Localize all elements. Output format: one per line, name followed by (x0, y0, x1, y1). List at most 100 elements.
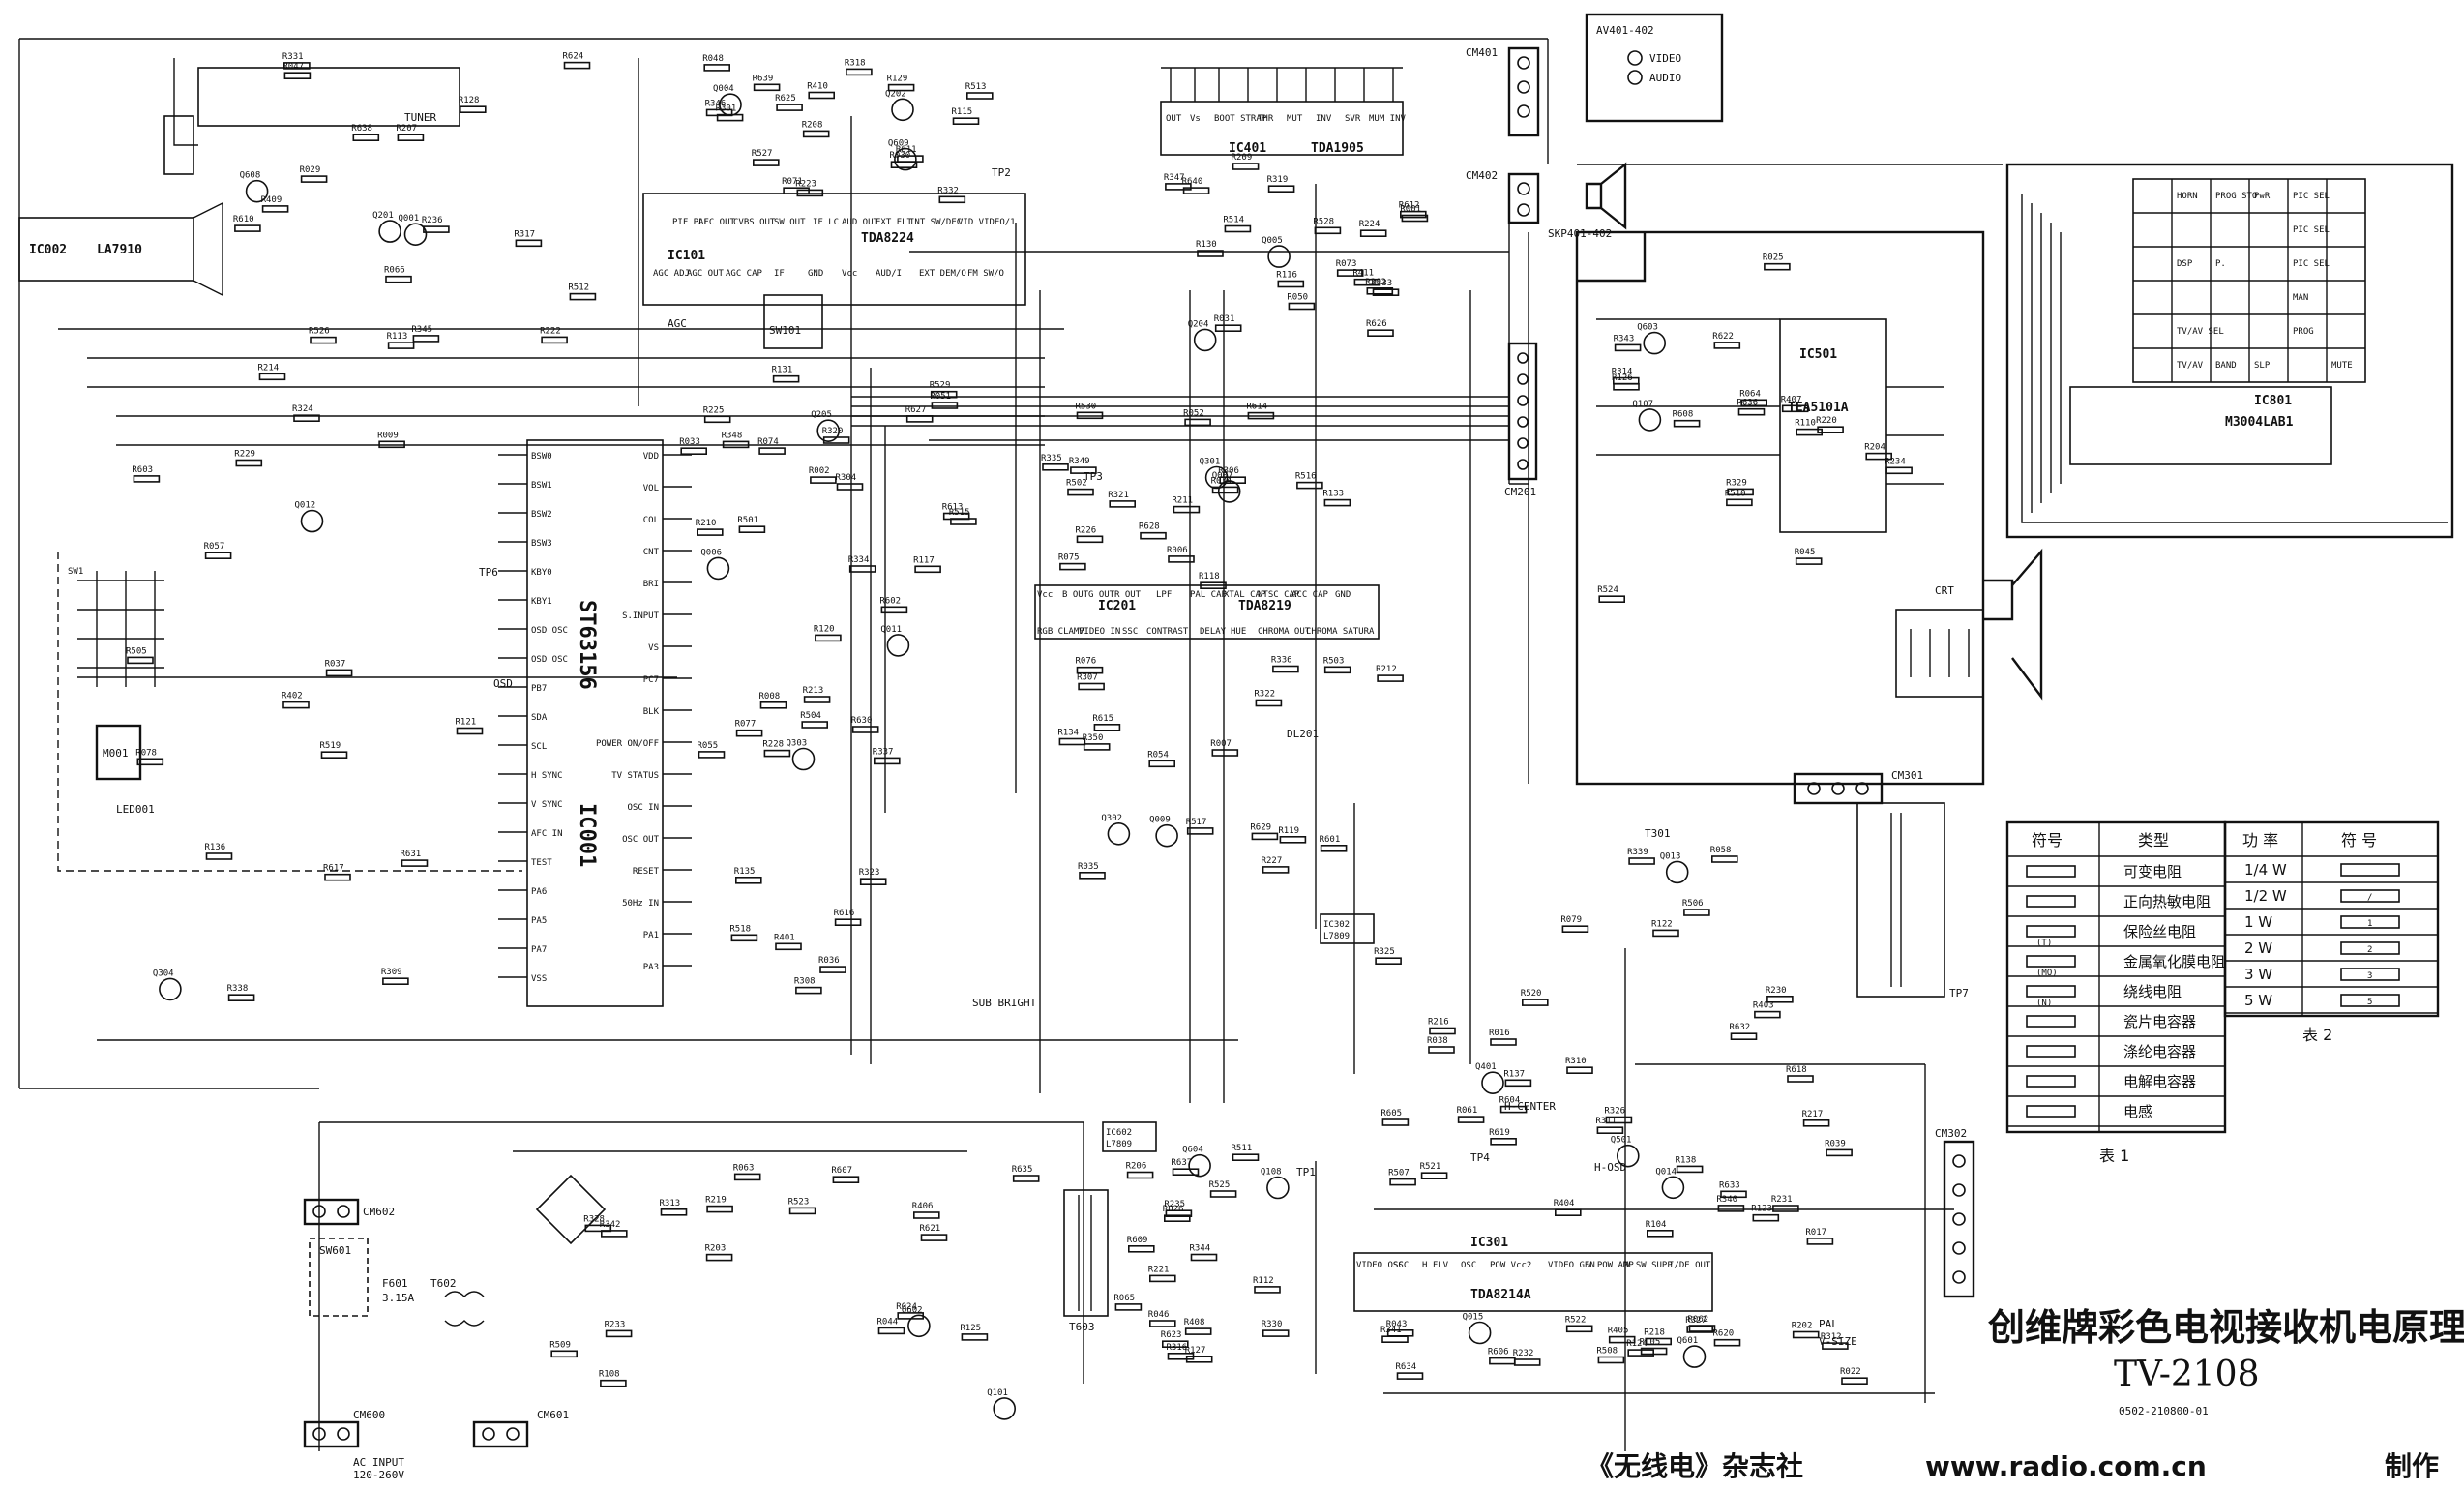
component-ref: R312 (1821, 1332, 1842, 1342)
svg-text:TDA8224: TDA8224 (861, 231, 914, 246)
component-ref: Q012 (295, 501, 316, 511)
component-ref: R227 (1262, 856, 1283, 866)
svg-text:INT SW/DEC: INT SW/DEC (909, 218, 962, 227)
component-ref: Q107 (1632, 400, 1653, 409)
component-ref: R045 (1795, 548, 1816, 557)
component-ref: Q603 (1637, 323, 1658, 333)
table-1-rows: 可变电阻正向热敏电阻(T)保险丝电阻(MO)金属氧化膜电阻(N)绕线电阻瓷片电容… (2007, 863, 2225, 1127)
component-ref: R231 (1771, 1195, 1793, 1205)
component-ref: R507 (1388, 1169, 1410, 1178)
svg-text:RGB CLAMP: RGB CLAMP (1037, 627, 1084, 637)
svg-text:SKP401-402: SKP401-402 (1548, 227, 1612, 240)
component-ref: R054 (1147, 750, 1169, 760)
component-ref: R615 (1092, 714, 1113, 724)
footer: 《无线电》杂志社 www.radio.com.cn 制作 (1587, 1450, 2439, 1482)
ic001-pin-left: OSD OSC (531, 626, 568, 636)
svg-text:LPF: LPF (1156, 590, 1172, 600)
ic001-pin-right: VOL (643, 484, 659, 493)
component-references: Q001Q004Q005Q006Q007Q009Q011Q012Q013Q014… (126, 52, 1913, 1420)
svg-text:MUTE: MUTE (2331, 361, 2353, 371)
component-ref: R302 (1365, 278, 1386, 287)
component-ref: Q601 (1677, 1336, 1699, 1346)
component-ref: R626 (1366, 319, 1387, 329)
component-ref: R112 (1253, 1276, 1274, 1286)
svg-text:IF: IF (774, 269, 785, 279)
component-ref: R211 (1172, 496, 1193, 506)
ic001-pin-left: SDA (531, 713, 548, 723)
svg-text:SW601: SW601 (319, 1244, 351, 1257)
component-ref: R337 (873, 747, 894, 757)
svg-text:TP6: TP6 (479, 566, 498, 579)
component-ref: Q302 (1101, 814, 1122, 823)
component-ref: R035 (1078, 862, 1099, 872)
component-ref: Q014 (1655, 1167, 1677, 1177)
svg-text:IC302: IC302 (1323, 920, 1350, 930)
component-ref: R321 (1108, 491, 1129, 500)
ic001-pin-right: OSC IN (627, 803, 659, 813)
svg-text:PIC SEL: PIC SEL (2293, 225, 2330, 235)
svg-text:F601: F601 (382, 1277, 408, 1290)
footer-magazine: 《无线电》杂志社 (1587, 1450, 1803, 1482)
svg-text:T603: T603 (1069, 1321, 1095, 1333)
component-ref: Q006 (700, 548, 722, 557)
table-1-tag: (N) (2036, 999, 2052, 1008)
table-1-type: 电感 (2123, 1103, 2152, 1120)
component-ref: Q304 (153, 969, 174, 978)
component-ref: R328 (583, 1214, 605, 1224)
component-ref: R121 (456, 718, 477, 728)
component-ref: R110 (1795, 419, 1816, 429)
component-ref: R115 (952, 107, 973, 117)
component-ref: R136 (205, 843, 226, 852)
component-ref: R226 (1076, 525, 1097, 535)
component-ref: R008 (759, 692, 781, 701)
component-ref: R317 (514, 229, 535, 239)
svg-text:CM600: CM600 (353, 1409, 385, 1421)
component-ref: R048 (702, 54, 724, 64)
svg-text:DL201: DL201 (1287, 728, 1319, 740)
svg-text:R OUT: R OUT (1114, 590, 1142, 600)
svg-text:AGC OUT: AGC OUT (687, 269, 725, 279)
component-ref: R504 (800, 711, 821, 721)
component-ref: R031 (1214, 314, 1235, 324)
component-ref: R334 (848, 555, 870, 565)
svg-text:CONTRAST: CONTRAST (1146, 627, 1189, 637)
ic001-pin-right: OSC OUT (622, 835, 660, 845)
component-ref: R618 (1786, 1065, 1807, 1075)
component-ref: Q303 (787, 739, 808, 749)
svg-text:THR: THR (1258, 114, 1274, 124)
ic002-block: IC002 LA7910 (18, 201, 223, 297)
component-ref: R026 (1163, 1205, 1184, 1214)
svg-text:DELAY: DELAY (1200, 627, 1227, 637)
ic001-pin-left: PA6 (531, 887, 547, 897)
component-ref: R022 (1840, 1367, 1861, 1377)
component-ref: R639 (753, 74, 774, 83)
svg-text:L7809: L7809 (1106, 1140, 1132, 1149)
svg-text:IC401: IC401 (1229, 141, 1266, 156)
av-jack-block: AV401-402 VIDEO AUDIO CM401 (1466, 13, 1724, 137)
svg-text:H-CENTER: H-CENTER (1504, 1100, 1556, 1113)
svg-text:SW OUT: SW OUT (774, 218, 806, 227)
ic001-pin-left: KBY1 (531, 597, 552, 607)
component-ref: R138 (1676, 1155, 1697, 1165)
table-1-type: 绕线电阻 (2123, 983, 2182, 1000)
svg-text:GND: GND (1335, 590, 1351, 600)
component-ref: R304 (836, 473, 857, 483)
svg-text:DSP: DSP (2177, 259, 2193, 269)
svg-text:INV: INV (1316, 114, 1332, 124)
component-ref: R341 (1380, 1326, 1402, 1335)
svg-text:AUD/I: AUD/I (876, 269, 902, 279)
component-ref: R038 (1427, 1036, 1448, 1046)
component-ref: R235 (1164, 1200, 1185, 1209)
component-ref: R323 (859, 868, 880, 878)
table-2-mark: 2 (2367, 945, 2372, 955)
svg-text:T602: T602 (430, 1277, 457, 1290)
svg-text:LA7910: LA7910 (97, 243, 142, 257)
component-ref: R064 (1739, 389, 1761, 399)
component-ref: R133 (1322, 490, 1344, 499)
component-ref: R224 (1359, 220, 1380, 229)
component-ref: R602 (879, 596, 901, 606)
svg-text:IC101: IC101 (668, 249, 705, 263)
component-ref: R327 (1685, 1316, 1707, 1326)
component-ref: R619 (1489, 1128, 1510, 1138)
